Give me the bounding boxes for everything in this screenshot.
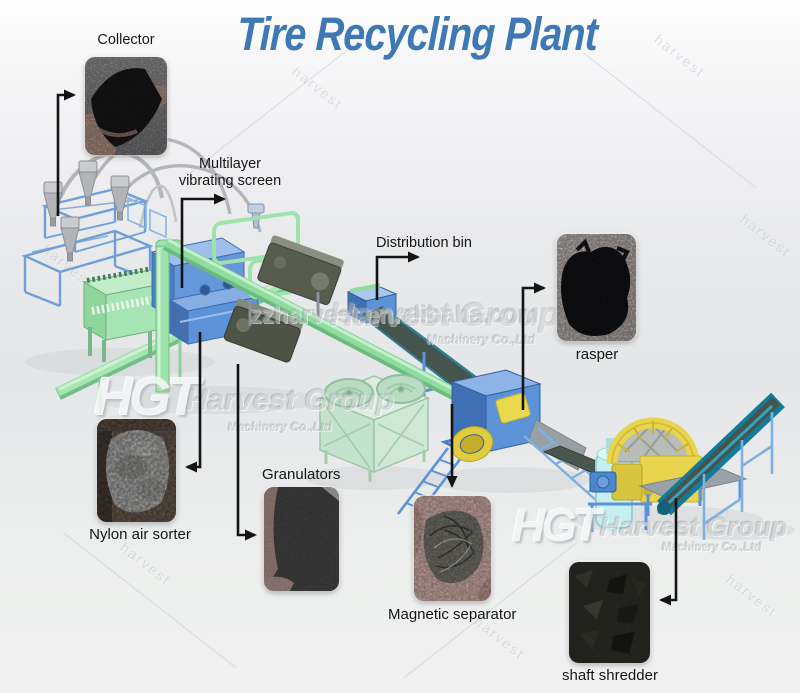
- granulator-machines: [223, 235, 344, 363]
- distribution-bin-arrow: [375, 251, 420, 300]
- granulators-arrow: [236, 364, 257, 541]
- granulators-photo: [264, 487, 339, 591]
- watermark-brand-left: Harvest Group: [186, 384, 395, 417]
- distribution-bin-label: Distribution bin: [376, 235, 472, 251]
- nylon-air-sorter-label: Nylon air sorter: [89, 526, 191, 543]
- multilayer-screen-arrow: [180, 193, 226, 288]
- output-conveyor: [656, 392, 785, 540]
- shaft-shredder-arrow: [659, 498, 678, 606]
- collector-photo: [85, 57, 167, 155]
- rasper-arrow: [521, 282, 546, 410]
- shaft-shredder-label: shaft shredder: [562, 667, 658, 684]
- watermark-brand-center: Harvest Group: [330, 296, 560, 333]
- hgt-logo: HGT: [94, 367, 200, 427]
- watermark-site-url: zzharvest.en.alibaba.com: [250, 302, 540, 329]
- watermark-brand-sub-left: Machinery Co.,Ltd: [228, 420, 333, 434]
- hgt-logo: HGT: [512, 499, 601, 551]
- magnetic-separator-photo: [414, 496, 491, 601]
- cooling-fan-unit: [318, 374, 430, 482]
- magnetic-separator-label: Magnetic separator: [388, 606, 517, 623]
- granulators-label: Granulators: [262, 466, 341, 483]
- rasper-label: rasper: [575, 346, 619, 363]
- shaft-shredder-photo: [569, 562, 650, 663]
- support-table: [588, 502, 652, 532]
- page-title: Tire Recycling Plant: [236, 7, 598, 60]
- watermark-brand-right: Harvest Group: [600, 512, 788, 542]
- collector-arrow: [56, 89, 76, 216]
- watermark-brand-sub-center: Machinery Co.,Ltd: [427, 333, 536, 347]
- collector-label: Collector: [97, 32, 155, 48]
- multilayer-screen-label: Multilayer vibrating screen: [178, 156, 282, 190]
- rasper-photo: [557, 234, 636, 341]
- ground-shadows: [25, 348, 795, 540]
- nylon-air-sorter-arrow: [185, 332, 202, 473]
- green-conveyor-center: [163, 238, 473, 408]
- nylon-air-sorter-photo: [97, 419, 176, 522]
- watermark-brand-sub-right: Machinery Co.,Ltd: [662, 542, 762, 554]
